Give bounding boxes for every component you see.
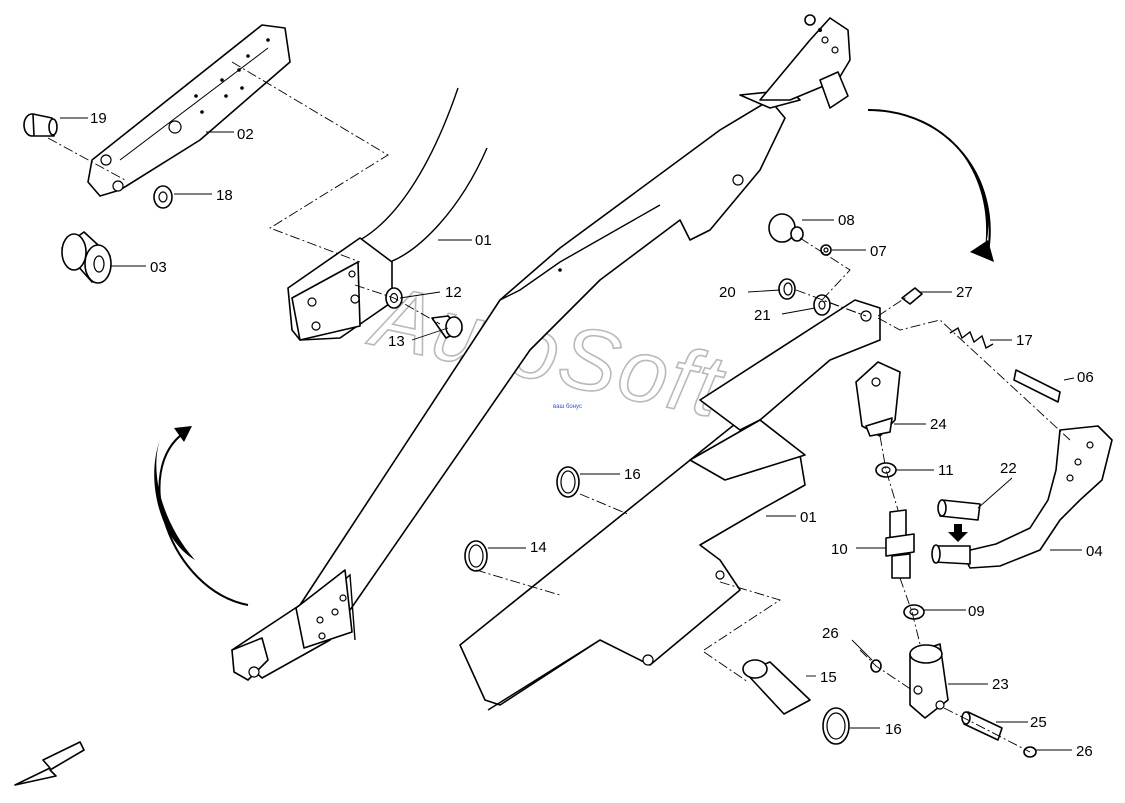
callout-08: 08	[838, 212, 855, 229]
washer-18	[153, 185, 173, 209]
leader-lines	[60, 117, 1082, 751]
callout-16-lower: 16	[885, 721, 902, 738]
bolt-13	[431, 315, 463, 339]
grease-nipple-27	[901, 287, 923, 305]
callout-12: 12	[445, 284, 462, 301]
main-lever-arm	[231, 14, 851, 681]
washer-07	[820, 244, 832, 256]
callout-21: 21	[754, 307, 771, 324]
callout-09: 09	[968, 603, 985, 620]
bolt-19	[23, 113, 58, 137]
callout-16-upper: 16	[624, 466, 641, 483]
spring-17	[949, 326, 994, 350]
callout-17: 17	[1016, 332, 1033, 349]
pedal-04	[931, 425, 1113, 569]
washer-21	[813, 294, 831, 316]
callout-13: 13	[388, 333, 405, 350]
callout-27: 27	[956, 284, 973, 301]
curved-arrow-right	[867, 109, 994, 262]
curved-arrow-left	[154, 426, 249, 606]
callout-07: 07	[870, 243, 887, 260]
callout-04: 04	[1086, 543, 1103, 560]
callout-14: 14	[530, 539, 547, 556]
callout-26-upper: 26	[822, 625, 839, 642]
callout-01-upper: 01	[475, 232, 492, 249]
direction-arrow	[14, 741, 85, 786]
watermark-small-text: ваш бонус	[553, 404, 582, 410]
down-arrow	[948, 524, 968, 542]
callout-10: 10	[831, 541, 848, 558]
callout-22: 22	[1000, 460, 1017, 477]
callout-11: 11	[938, 462, 954, 479]
washer-09	[903, 604, 925, 620]
turnbuckle-10	[885, 509, 915, 579]
callout-26-lower: 26	[1076, 743, 1093, 760]
callout-20: 20	[719, 284, 736, 301]
mounting-plate	[87, 24, 291, 197]
circlip-16-upper	[556, 466, 580, 498]
washer-11	[875, 462, 897, 478]
callout-labels: 19 02 18 03 01 12 13 08 07 20 21 27 17 0…	[90, 110, 1103, 760]
snap-ring-20	[778, 278, 796, 300]
lower-lever-arm	[459, 299, 881, 711]
callout-24: 24	[930, 416, 947, 433]
callout-01-lower: 01	[800, 509, 817, 526]
callout-03: 03	[150, 259, 167, 276]
bushing-03	[61, 231, 112, 284]
pin-22	[937, 499, 981, 521]
pin-25	[961, 711, 1003, 741]
pin-06	[1013, 369, 1061, 403]
clevis-23	[909, 643, 949, 719]
clevis-24	[855, 361, 901, 437]
cap-08	[768, 213, 804, 243]
circlip-14	[464, 540, 488, 572]
callout-23: 23	[992, 676, 1009, 693]
callout-19: 19	[90, 110, 107, 127]
callout-02: 02	[237, 126, 254, 143]
callout-18: 18	[216, 187, 233, 204]
callout-06: 06	[1077, 369, 1094, 386]
arm-section-upper	[287, 87, 488, 341]
circlip-16-lower	[822, 707, 850, 745]
pin-15	[742, 659, 811, 715]
callout-25: 25	[1030, 714, 1047, 731]
callout-15: 15	[820, 669, 837, 686]
